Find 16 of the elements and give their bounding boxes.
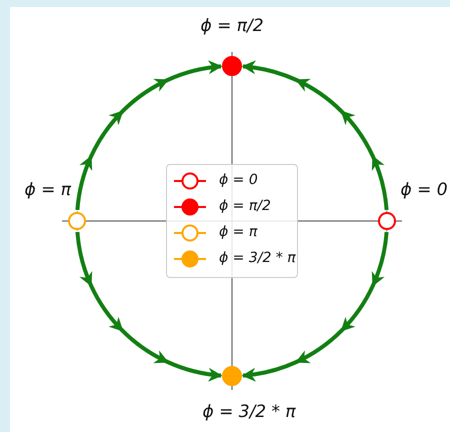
filled-circle-marker bbox=[222, 56, 242, 76]
flow-arrow bbox=[242, 232, 389, 382]
point-label: ϕ = 3/2 * π bbox=[202, 402, 296, 422]
open-circle-marker bbox=[67, 211, 87, 231]
filled-circle-marker bbox=[222, 366, 242, 386]
open-circle-marker bbox=[377, 211, 397, 231]
point-label: ϕ = π/2 bbox=[200, 16, 264, 36]
legend-label: ϕ = 3/2 * π bbox=[219, 250, 296, 266]
legend-label: ϕ = π/2 bbox=[219, 198, 271, 214]
legend-label: ϕ = 0 bbox=[219, 172, 258, 188]
flow-arrow bbox=[75, 60, 222, 210]
point-label: ϕ = 0 bbox=[400, 180, 448, 200]
flow-arrow bbox=[75, 232, 222, 382]
point-label: ϕ = π bbox=[24, 180, 72, 200]
flow-arrow bbox=[242, 60, 389, 210]
legend-label: ϕ = π bbox=[219, 224, 258, 240]
